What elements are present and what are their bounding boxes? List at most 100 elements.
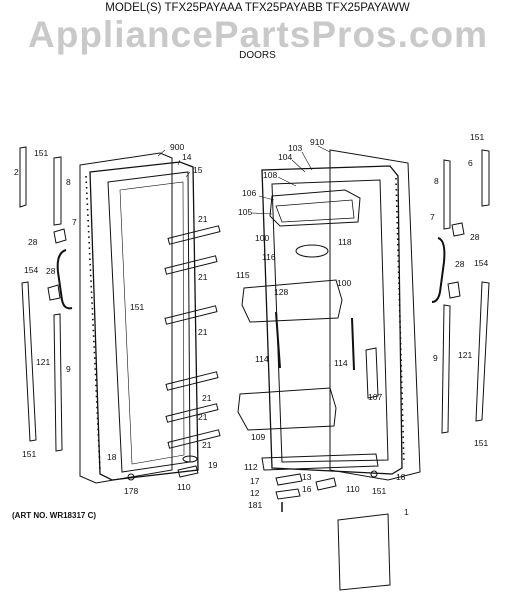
callout-28d: 28 [455, 259, 465, 269]
fresh-food-door-liner [271, 179, 389, 463]
callout-14: 14 [182, 152, 192, 162]
rail-114-right [351, 317, 355, 371]
callout-112: 112 [244, 462, 258, 472]
callout-9b: 9 [433, 353, 438, 363]
egg-tray-118 [295, 244, 329, 258]
fresh-food-door-gasket [261, 165, 403, 475]
dairy-door-105 [275, 199, 355, 223]
callout-114b: 114 [334, 358, 348, 368]
right-bracket-28a [451, 222, 465, 237]
callout-19: 19 [208, 460, 218, 470]
callout-104: 104 [278, 152, 292, 162]
diagram-subtitle: DOORS [239, 50, 276, 61]
callout-105: 105 [238, 207, 252, 217]
right-trim-6 [481, 149, 490, 207]
rail-114-left [275, 311, 281, 369]
callout-28c: 28 [470, 232, 480, 242]
callout-28a: 28 [28, 237, 38, 247]
callout-114a: 114 [255, 354, 269, 364]
callout-118: 118 [338, 237, 352, 247]
callout-110b: 110 [346, 484, 360, 494]
callout-116: 116 [262, 252, 276, 262]
door-bin-115 [241, 279, 343, 323]
left-trim-121 [21, 281, 37, 442]
freezer-door-liner [107, 171, 191, 473]
callout-1: 1 [404, 507, 409, 517]
bracket-107 [365, 347, 379, 399]
callout-121a: 121 [36, 357, 50, 367]
callout-107: 107 [368, 392, 382, 402]
callout-13: 13 [302, 472, 312, 482]
freezer-door-outer-panel [79, 152, 173, 484]
callout-106: 106 [242, 188, 256, 198]
callout-12: 12 [250, 488, 260, 498]
hinge-plate-17 [275, 473, 303, 486]
callout-7b: 7 [430, 212, 435, 222]
callout-151e: 151 [470, 132, 484, 142]
callout-21a: 21 [198, 214, 208, 224]
bracket-110-right [315, 477, 337, 491]
callout-18a: 18 [107, 452, 117, 462]
callout-109: 109 [251, 432, 265, 442]
freezer-door-shelves [164, 225, 221, 449]
model-list: MODEL(S) TFX25PAYAAA TFX25PAYABB TFX25PA… [105, 2, 410, 14]
callout-154b: 154 [474, 258, 488, 268]
callout-28b: 28 [46, 266, 56, 276]
right-bracket-28b [447, 281, 461, 299]
callout-17: 17 [250, 476, 260, 486]
callout-9a: 9 [66, 364, 71, 374]
left-trim-8 [53, 156, 62, 226]
freezer-shelf-5 [165, 403, 219, 423]
callout-151a: 151 [34, 148, 48, 158]
freezer-shelf-4 [165, 371, 219, 391]
callout-21e: 21 [198, 412, 208, 422]
right-trim-9 [441, 304, 451, 434]
callout-21d: 21 [202, 393, 212, 403]
panel-1 [337, 513, 391, 591]
callout-6: 6 [468, 158, 473, 168]
freezer-shelf-3 [164, 305, 218, 325]
callout-108: 108 [263, 170, 277, 180]
callout-18b: 18 [396, 472, 406, 482]
callout-15: 15 [193, 165, 203, 175]
freezer-shelf-1 [167, 225, 221, 245]
leader-lines [157, 145, 331, 215]
callout-154a: 154 [24, 265, 38, 275]
right-loose-parts [275, 149, 490, 591]
callout-151c: 151 [22, 449, 36, 459]
callout-21b: 21 [198, 272, 208, 282]
bottom-trim-112 [261, 453, 379, 471]
freezer-door-liner-inner [119, 181, 185, 465]
pin-18-right [370, 470, 378, 478]
callout-110a: 110 [177, 482, 191, 492]
art-number: (ART NO. WR18317 C) [12, 511, 97, 520]
callout-2: 2 [14, 167, 19, 177]
freezer-shelf-2 [164, 255, 218, 275]
callout-21f: 21 [202, 440, 212, 450]
callout-100a: 100 [255, 233, 269, 243]
callout-151b: 151 [130, 302, 144, 312]
hinge-plate-12 [275, 488, 301, 500]
right-handle-7 [431, 237, 446, 303]
callout-100b: 100 [337, 278, 351, 288]
callout-8b: 8 [434, 176, 439, 186]
callout-103: 103 [288, 143, 302, 153]
left-bracket-28b [47, 284, 61, 301]
callout-181: 181 [248, 500, 262, 510]
left-trim-9 [53, 313, 63, 452]
freezer-bottom-hinge-19 [182, 455, 198, 463]
left-bracket-28a [53, 228, 67, 244]
callout-115: 115 [236, 270, 250, 280]
freezer-door-assembly [79, 152, 221, 484]
callout-121b: 121 [458, 350, 472, 360]
right-trim-8 [443, 159, 451, 230]
freezer-door-gasket [89, 161, 199, 481]
freezer-shelf-6 [167, 429, 221, 449]
left-loose-parts [19, 146, 73, 452]
fresh-food-door-screw-line [395, 177, 405, 465]
dairy-compartment-106 [269, 189, 361, 227]
callout-128: 128 [274, 287, 288, 297]
door-bin-109 [237, 387, 337, 431]
